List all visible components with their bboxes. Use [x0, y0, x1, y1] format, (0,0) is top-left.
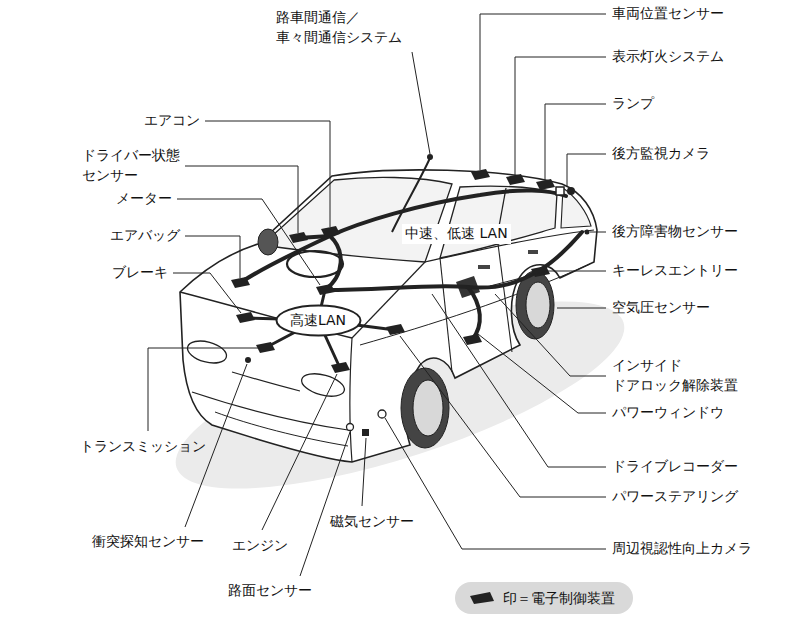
lan-ellipse: 高速LAN	[275, 304, 362, 337]
part-label: 周辺視認性向上カメラ	[612, 539, 752, 559]
bumper-line	[215, 412, 348, 446]
steering-wheel	[287, 251, 343, 277]
lan-wire	[240, 191, 566, 283]
grille	[232, 372, 300, 391]
front-wheel	[401, 368, 449, 448]
ecu-mark	[316, 284, 335, 295]
part-label: パワーウィンドウ	[612, 403, 724, 423]
camera-icon	[567, 187, 575, 195]
leader-line	[173, 273, 241, 313]
ecu-mark	[236, 312, 255, 323]
part-label: トランスミッション	[80, 437, 206, 457]
ecu-mark	[256, 342, 275, 353]
door-handle	[478, 265, 490, 269]
ecu-mark	[463, 334, 482, 345]
leader-line	[432, 294, 606, 467]
lan-wire	[468, 287, 480, 340]
leader-lines	[148, 14, 606, 576]
part-label: 中速、低速 LAN	[402, 224, 511, 244]
leader-line	[490, 271, 606, 286]
lan-wire	[325, 236, 341, 290]
leader-line	[545, 104, 606, 180]
part-label: エアコン	[144, 111, 200, 131]
leader-line	[177, 199, 320, 285]
ecu-mark	[470, 592, 494, 604]
sensor-dot	[585, 230, 590, 235]
antenna	[392, 158, 430, 232]
part-label: 表示灯火システム	[612, 47, 724, 67]
camera-icon	[556, 187, 564, 195]
part-label: 磁気センサー	[330, 512, 414, 532]
leader-line	[480, 14, 606, 170]
part-label: 衝突探知センサー	[92, 532, 204, 552]
leader-line	[400, 336, 606, 497]
part-label: メーター	[116, 189, 172, 209]
leader-line	[557, 308, 606, 309]
high-speed-lan-wire	[245, 290, 395, 368]
ellipse-outline	[276, 305, 360, 335]
leader-line	[300, 432, 350, 576]
ecu-mark	[321, 226, 340, 237]
leader-line	[495, 294, 606, 376]
legend-sample	[469, 591, 495, 605]
ecu-mark	[386, 324, 405, 335]
part-label: 後方監視カメラ	[612, 144, 710, 164]
leader-line	[515, 57, 606, 175]
door-handle	[528, 250, 538, 254]
leader-line	[567, 154, 606, 186]
part-label: インサイド ドアロック解除装置	[612, 356, 738, 395]
part-label: エンジン	[232, 536, 288, 556]
leader-line	[478, 334, 606, 413]
side-mirror	[258, 229, 278, 255]
camera-dot	[378, 410, 386, 418]
part-label: キーレスエントリー	[612, 261, 738, 281]
leader-line	[262, 374, 337, 530]
leader-line	[362, 438, 366, 506]
bumper-line	[192, 392, 348, 430]
headlight	[185, 337, 229, 367]
leader-line	[385, 418, 606, 549]
front-corner	[350, 338, 352, 462]
antenna-tip	[427, 154, 433, 160]
sensor-dot	[347, 424, 354, 431]
sensor-dot	[245, 357, 251, 363]
part-label: 後方障害物センサー	[612, 222, 738, 242]
car-body	[180, 170, 597, 462]
part-label: ドライバー状態 センサー	[82, 146, 180, 185]
headlight	[299, 370, 347, 401]
ecu-mark	[536, 179, 555, 190]
ecu-mark	[231, 277, 250, 288]
legend-text: 印＝電子制御装置	[503, 589, 615, 607]
sensor-mark	[362, 429, 369, 436]
part-label: 車両位置センサー	[612, 4, 724, 24]
windshield	[262, 177, 452, 262]
part-label: ブレーキ	[112, 263, 168, 283]
part-label: ランプ	[612, 94, 654, 114]
side-crease	[360, 264, 590, 345]
leader-line	[412, 52, 430, 154]
node-text: 高速LAN	[290, 311, 347, 329]
part-label: ドライブレコーダー	[612, 457, 738, 477]
part-label: 路面センサー	[228, 581, 312, 601]
ecu-mark	[506, 174, 525, 185]
ecu-mark	[331, 362, 350, 373]
wheel-rim	[526, 282, 550, 328]
part-label: 空気圧センサー	[612, 298, 710, 318]
part-label: 路車間通信／ 車々間通信システム	[276, 8, 402, 47]
leader-line	[590, 232, 606, 233]
legend-entry: 印＝電子制御装置	[455, 582, 633, 614]
leader-line	[148, 348, 258, 431]
leader-line	[205, 121, 330, 227]
ecu-mark	[289, 232, 308, 243]
leader-line	[185, 236, 240, 278]
part-label: エアバッグ	[110, 226, 180, 246]
ecu-mark	[471, 169, 490, 180]
part-label: パワーステアリング	[612, 487, 738, 507]
